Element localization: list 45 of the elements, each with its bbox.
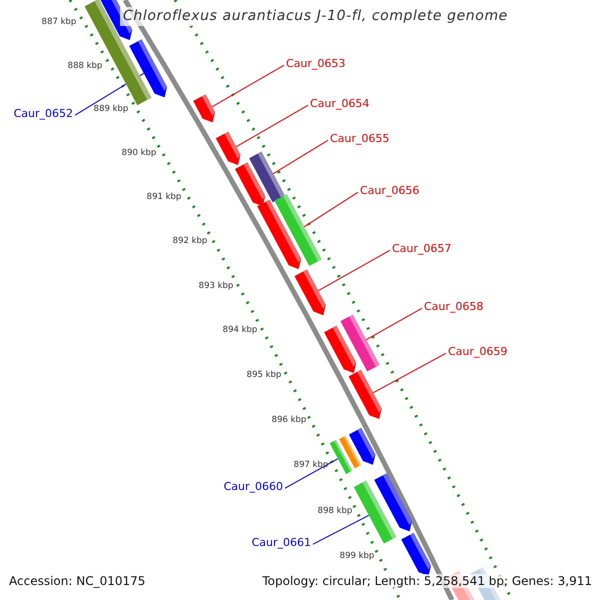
leader-line [236, 104, 308, 148]
scale-label: 891 kbp [146, 192, 182, 202]
scale-label: 894 kbp [222, 324, 258, 336]
scale-label: 892 kbp [172, 236, 208, 246]
gene-feature [324, 326, 356, 374]
scale-label: 887 kbp [42, 16, 76, 28]
leader-line [212, 64, 284, 108]
scale-label: 899 kbp [340, 550, 374, 562]
leader-line [318, 250, 390, 292]
scale-label: 897 kbp [294, 460, 328, 470]
leader-line [272, 140, 328, 174]
gene-feature [257, 200, 302, 270]
gene-label: Caur_0653 [286, 57, 346, 70]
gene-label: Caur_0656 [360, 184, 420, 198]
scale-label: 889 kbp [94, 104, 128, 114]
gene-feature [235, 162, 266, 206]
gene-feature [294, 270, 326, 316]
gene-feature [401, 532, 431, 576]
leader-line [372, 352, 446, 394]
scale-label: 896 kbp [272, 414, 306, 426]
gene-feature [354, 480, 396, 544]
gene-feature [330, 440, 352, 474]
scale-label: 888 kbp [68, 60, 102, 72]
scale-label: 895 kbp [246, 370, 282, 380]
leader-line [304, 192, 358, 228]
gene-label: Caur_0654 [310, 97, 370, 110]
gene-feature [193, 94, 215, 122]
gene-label: Caur_0658 [424, 300, 484, 314]
gene-label: Caur_0661 [252, 536, 311, 550]
gene-label: Caur_0657 [392, 242, 452, 256]
gene-label: Caur_0655 [330, 132, 390, 146]
leader-line [312, 514, 370, 545]
scale-label: 890 kbp [122, 148, 156, 158]
gene-label: Caur_0660 [224, 480, 283, 494]
gene-feature [216, 132, 240, 165]
accession-text: Accession: NC_010175 [9, 574, 146, 588]
gene-feature [348, 370, 382, 419]
genome-summary: Topology: circular; Length: 5,258,541 bp; Genes: 3,911 [262, 574, 592, 588]
leader-line [366, 308, 422, 340]
scale-label: 893 kbp [198, 280, 234, 292]
leader-line [284, 458, 338, 489]
gene-label: Caur_0659 [448, 345, 508, 358]
gene-label: Caur_0652 [14, 107, 73, 120]
scale-label: 898 kbp [318, 506, 352, 516]
gene-feature [129, 39, 167, 98]
